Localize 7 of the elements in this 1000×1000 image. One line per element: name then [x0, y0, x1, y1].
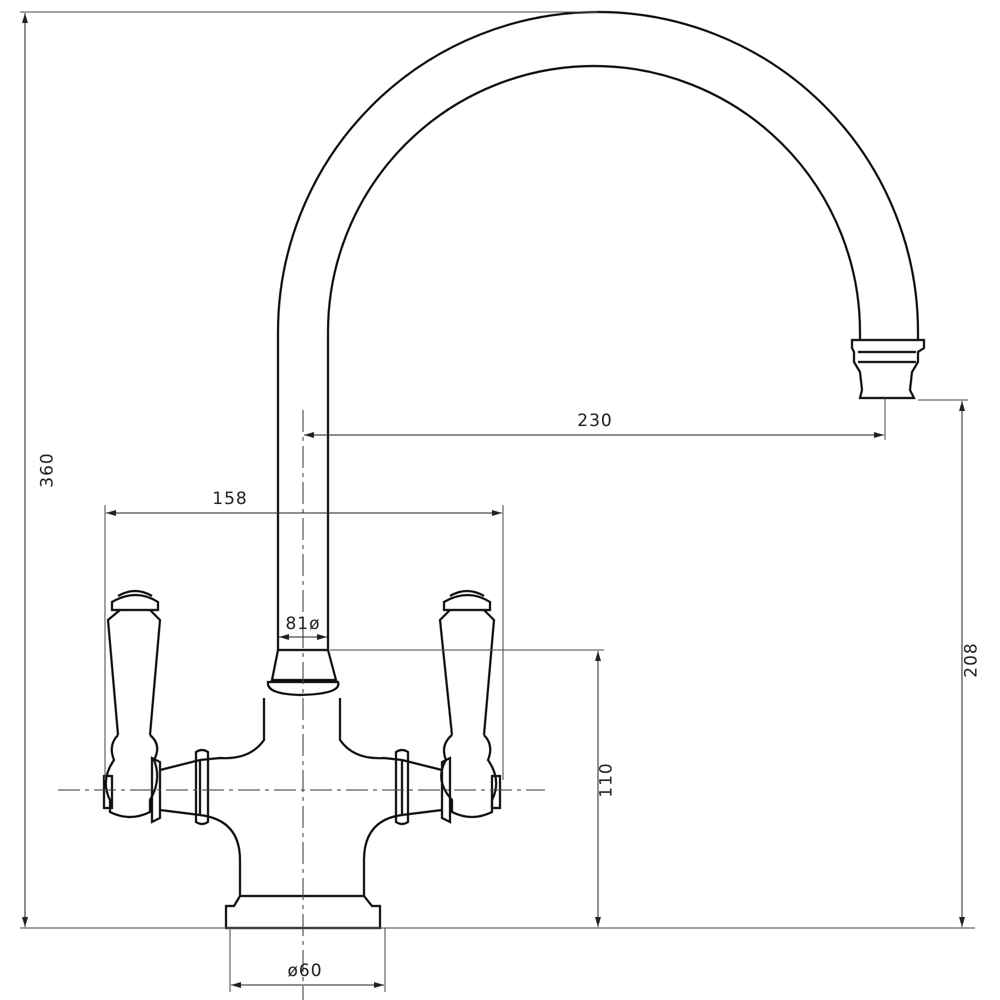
dimension-value: 208 [964, 642, 980, 678]
dimension-value: 81ø [285, 616, 321, 633]
dimension-value: 360 [40, 452, 56, 488]
dimension-value: 230 [577, 413, 613, 430]
dimension-value: 110 [598, 762, 616, 798]
dimension-value: ø60 [287, 963, 323, 980]
dimension-value: 158 [212, 491, 248, 508]
